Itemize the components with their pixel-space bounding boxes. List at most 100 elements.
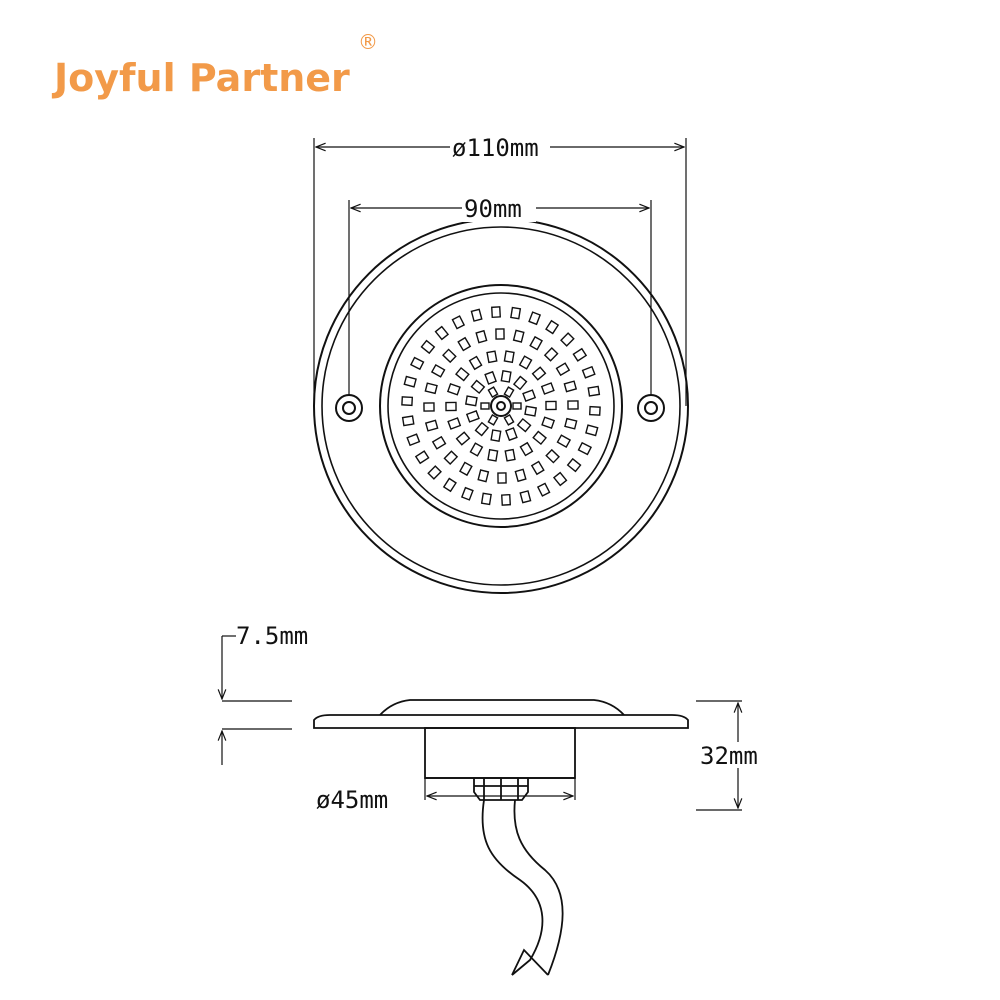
led-chip	[423, 402, 435, 412]
led-chip	[443, 450, 459, 465]
led-chip	[585, 424, 599, 437]
led-chip	[457, 336, 472, 352]
led-array	[401, 306, 601, 506]
side-view	[313, 699, 689, 976]
led-chip	[487, 448, 499, 462]
outer-rim	[313, 218, 689, 594]
led-chip	[490, 429, 502, 443]
led-chip	[541, 416, 556, 430]
center-dot	[496, 401, 506, 411]
led-chip	[468, 355, 483, 371]
led-chip	[532, 430, 547, 446]
led-chip	[491, 306, 501, 319]
led-chip	[447, 417, 462, 430]
led-chip	[516, 417, 532, 433]
led-chip	[500, 369, 512, 383]
mount-hole-right-inner	[644, 401, 658, 415]
led-chip	[519, 441, 534, 457]
led-chip	[465, 410, 480, 423]
led-chip	[451, 315, 466, 330]
dim-label-7-5: 7.5mm	[236, 622, 308, 650]
led-chip	[503, 386, 515, 399]
led-chip	[512, 402, 522, 410]
cable	[481, 799, 544, 976]
body	[424, 727, 576, 779]
led-chip	[524, 405, 538, 417]
led-chip	[560, 332, 575, 347]
led-chip	[469, 442, 484, 457]
led-chip	[552, 471, 568, 487]
led-chip	[563, 380, 578, 393]
led-chip	[497, 472, 507, 484]
led-chip	[470, 308, 483, 322]
led-chip	[564, 417, 578, 430]
led-chip	[420, 339, 436, 355]
led-chip	[434, 325, 450, 341]
led-chip	[406, 433, 421, 447]
led-chip	[480, 402, 490, 410]
lens-outer	[379, 284, 623, 528]
led-chip	[505, 427, 518, 442]
led-chip	[445, 401, 457, 412]
led-chip	[514, 468, 527, 483]
led-chip	[446, 382, 461, 396]
top-view	[313, 218, 689, 594]
dim-label-110: ø110mm	[452, 134, 539, 162]
led-chip	[528, 311, 542, 326]
led-chip	[545, 400, 557, 411]
led-chip	[572, 347, 588, 362]
mount-hole-left	[335, 394, 363, 422]
center-ring	[490, 395, 512, 417]
led-chip	[414, 450, 430, 465]
led-chip	[427, 465, 442, 480]
led-chip	[401, 415, 415, 427]
dim-label-45: ø45mm	[316, 786, 388, 814]
led-chip	[556, 434, 572, 448]
led-chip	[475, 329, 488, 344]
led-chip	[518, 355, 533, 370]
led-chip	[503, 350, 515, 364]
led-chip	[464, 395, 478, 407]
led-chip	[409, 356, 425, 371]
led-chip	[495, 328, 505, 340]
led-chip	[566, 457, 582, 473]
dimension-lines-side	[222, 635, 742, 811]
lens-inner	[387, 292, 615, 520]
led-chip	[587, 385, 601, 397]
led-chip	[487, 386, 499, 399]
led-chip	[588, 405, 601, 416]
led-chip	[470, 379, 486, 395]
led-chip	[460, 486, 474, 501]
led-chip	[529, 335, 543, 351]
dim-label-90: 90mm	[464, 195, 522, 223]
led-chip	[442, 348, 457, 364]
led-chip	[431, 435, 447, 450]
dim-label-32: 32mm	[700, 742, 758, 770]
led-chip	[581, 365, 596, 379]
led-chip	[403, 375, 417, 388]
led-chip	[442, 477, 457, 493]
led-chip	[424, 382, 438, 395]
led-chip	[512, 375, 528, 391]
mount-hole-right	[637, 394, 665, 422]
led-chip	[519, 490, 532, 504]
led-chip	[567, 400, 579, 410]
led-chip	[401, 396, 414, 407]
dome	[379, 699, 625, 716]
led-chip	[430, 364, 446, 378]
registered-mark: ®	[358, 30, 378, 54]
brand-logo: Joyful Partner	[54, 56, 350, 100]
led-chip	[487, 413, 499, 426]
led-chip	[455, 366, 470, 382]
led-chip	[545, 448, 560, 464]
led-chip	[555, 362, 571, 377]
led-chip	[504, 448, 516, 462]
led-chip	[510, 306, 522, 320]
flange	[313, 714, 689, 729]
led-chip	[501, 493, 511, 506]
led-chip	[477, 469, 490, 483]
led-chip	[480, 492, 492, 506]
led-chip	[486, 350, 498, 364]
led-chip	[459, 461, 473, 477]
led-chip	[545, 319, 560, 335]
